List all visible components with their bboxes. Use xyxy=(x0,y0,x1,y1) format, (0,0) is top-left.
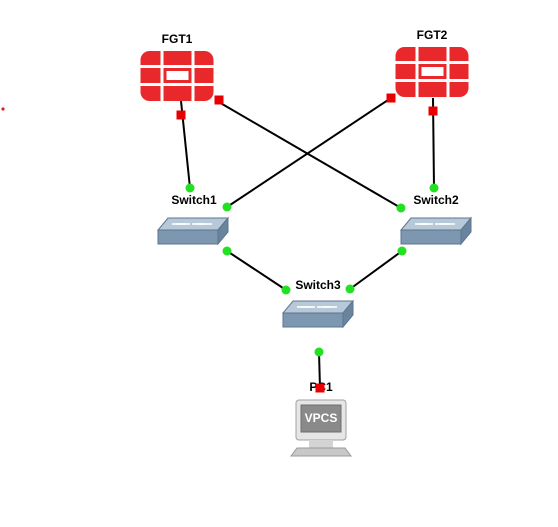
port-status-up-switch3 xyxy=(314,347,324,357)
vpcs-screen-text: VPCS xyxy=(305,411,338,425)
port-status-up-switch2 xyxy=(397,246,407,256)
node-label-fgt2: FGT2 xyxy=(417,28,448,42)
port-status-stopped-fgt2 xyxy=(428,106,438,116)
stray-dot xyxy=(1,107,5,111)
switch-icon xyxy=(156,216,230,246)
switch-node-switch2[interactable] xyxy=(399,216,473,246)
port-status-up-switch1 xyxy=(222,246,232,256)
nodes-layer: VPCS xyxy=(139,45,473,457)
node-label-switch3: Switch3 xyxy=(295,278,341,292)
port-status-up-switch3 xyxy=(345,284,355,294)
fortigate-node-fgt2[interactable] xyxy=(394,45,470,98)
port-status-up-switch1 xyxy=(222,202,232,212)
labels-layer: FGT1FGT2Switch1Switch2Switch3PC1 xyxy=(162,28,459,394)
link-switch3-pc1[interactable] xyxy=(318,351,321,389)
node-label-switch2: Switch2 xyxy=(413,193,459,207)
status-layer xyxy=(176,93,439,393)
link-switch1-switch3[interactable] xyxy=(226,250,287,291)
vpcs-icon: VPCS xyxy=(290,399,352,457)
vpcs-node-pc1[interactable]: VPCS xyxy=(290,399,352,457)
link-fgt1-switch2[interactable] xyxy=(216,100,402,209)
port-status-up-switch2 xyxy=(396,203,406,213)
link-switch2-switch3[interactable] xyxy=(349,250,403,290)
switch-node-switch3[interactable] xyxy=(281,299,355,329)
fortigate-icon xyxy=(394,46,470,98)
link-fgt2-switch1[interactable] xyxy=(226,97,392,208)
port-status-up-switch3 xyxy=(281,285,291,295)
port-status-up-switch2 xyxy=(429,183,439,193)
switch-node-switch1[interactable] xyxy=(156,216,230,246)
node-label-fgt1: FGT1 xyxy=(162,32,193,46)
switch-icon xyxy=(399,216,473,246)
node-label-switch1: Switch1 xyxy=(171,193,217,207)
port-status-stopped-pc1 xyxy=(315,383,325,393)
port-status-stopped-fgt1 xyxy=(214,95,224,105)
port-status-stopped-fgt1 xyxy=(176,110,186,120)
fortigate-icon xyxy=(139,50,215,102)
port-status-up-switch1 xyxy=(185,183,195,193)
fortigate-node-fgt1[interactable] xyxy=(139,49,215,102)
switch-icon xyxy=(281,299,355,329)
port-status-stopped-fgt2 xyxy=(386,93,396,103)
